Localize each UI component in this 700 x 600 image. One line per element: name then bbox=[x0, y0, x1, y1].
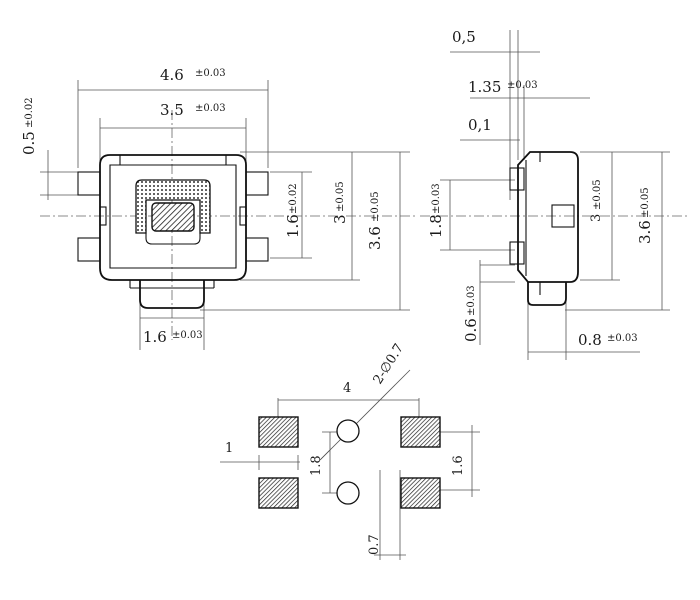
side-window bbox=[551, 204, 575, 228]
terminal-top-right bbox=[245, 171, 269, 196]
dim-hole-pitch: 1.8 bbox=[309, 455, 324, 476]
hole-top bbox=[336, 419, 360, 443]
dim-depth-tol: ±0.03 bbox=[607, 333, 638, 344]
terminal-bottom-right bbox=[245, 237, 269, 262]
dim-holes: 2-∅0.7 bbox=[371, 341, 407, 387]
dim-stem-tol: ±0.03 bbox=[466, 285, 477, 316]
dim-thickness-tol: ±0.03 bbox=[507, 80, 538, 91]
dim-side-body-height: 3 bbox=[589, 214, 604, 222]
terminal-bottom-left bbox=[77, 237, 101, 262]
dim-terminal-pitch-tol: ±0.02 bbox=[288, 183, 299, 214]
dim-actuator-width-tol: ±0.03 bbox=[172, 330, 203, 341]
dim-pad-height: 0.7 bbox=[367, 534, 382, 555]
front-view: 4.6 ±0.03 3.5 ±0.03 0.5 ±0.02 1.6 ±0.02 … bbox=[20, 66, 415, 350]
dim-depth: 0.8 bbox=[578, 331, 602, 349]
actuator-cap bbox=[135, 179, 211, 234]
hole-bottom bbox=[336, 481, 360, 505]
pad-bottom-left bbox=[258, 477, 299, 509]
hole-leader bbox=[319, 369, 411, 461]
side-terminal-top bbox=[509, 167, 525, 191]
dim-side-pitch-tol: ±0.03 bbox=[431, 183, 442, 214]
dim-pad-pitch: 1.6 bbox=[451, 455, 466, 476]
dim-side-body-height-tol: ±0.05 bbox=[592, 179, 603, 210]
dim-actuator-width: 1.6 bbox=[143, 328, 167, 346]
dim-side-overall-height-tol: ±0.05 bbox=[640, 187, 651, 218]
switch-body bbox=[99, 154, 247, 281]
side-body bbox=[517, 151, 579, 283]
dim-terminal-width-tol: ±0.02 bbox=[24, 97, 35, 128]
dim-small: 0,1 bbox=[468, 116, 492, 134]
dim-overall-height-tol: ±0.05 bbox=[370, 191, 381, 222]
side-terminal-bottom bbox=[509, 241, 525, 265]
dim-overall-width-tol: ±0.03 bbox=[195, 68, 226, 79]
dim-overall-height: 3.6 bbox=[366, 226, 384, 250]
switch-inner-frame bbox=[109, 164, 237, 269]
dim-pad-width: 1 bbox=[225, 441, 233, 456]
footprint-view: 4 2-∅0.7 1 1.8 1.6 0.7 bbox=[220, 341, 480, 560]
terminal-top-left bbox=[77, 171, 101, 196]
dim-pad-spacing: 4 bbox=[343, 381, 351, 396]
side-stem bbox=[527, 282, 567, 306]
dim-top: 0,5 bbox=[452, 28, 476, 46]
dim-terminal-width: 0.5 bbox=[20, 131, 38, 155]
dim-body-height: 3 bbox=[331, 214, 349, 224]
dim-side-overall-height: 3.6 bbox=[636, 220, 654, 244]
dim-body-width-tol: ±0.03 bbox=[195, 103, 226, 114]
dim-body-height-tol: ±0.05 bbox=[335, 181, 346, 212]
actuator-tab bbox=[139, 280, 205, 309]
pad-top-right bbox=[400, 416, 441, 448]
dim-overall-width: 4.6 bbox=[160, 66, 184, 84]
dim-terminal-pitch: 1.6 bbox=[284, 214, 302, 238]
dim-side-pitch: 1.8 bbox=[427, 214, 445, 238]
dim-stem: 0.6 bbox=[462, 318, 480, 342]
dim-body-width: 3.5 bbox=[160, 101, 184, 119]
actuator-stem bbox=[151, 202, 195, 232]
dim-thickness: 1.35 bbox=[468, 78, 501, 96]
pad-top-left bbox=[258, 416, 299, 448]
side-view: 0,5 1.35 ±0.03 0,1 1.8 ±0.03 3 ±0.05 3.6… bbox=[420, 28, 690, 360]
pad-bottom-right bbox=[400, 477, 441, 509]
